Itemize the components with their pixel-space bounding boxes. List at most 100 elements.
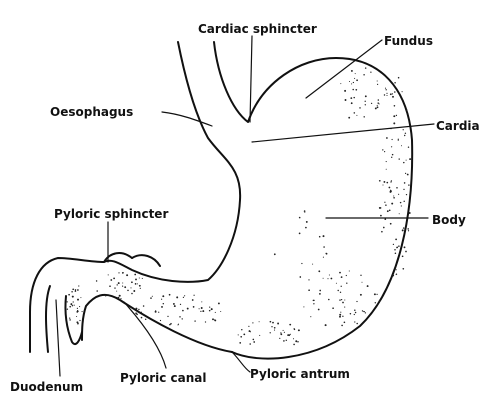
stipple-dot bbox=[172, 302, 175, 305]
stipple-dot bbox=[354, 311, 357, 314]
stipple-dot bbox=[389, 190, 392, 193]
stipple-dot bbox=[150, 297, 152, 299]
stipple-dot bbox=[341, 324, 343, 327]
stipple-dot bbox=[407, 146, 410, 148]
stipple-dot bbox=[204, 321, 207, 323]
stipple-dot bbox=[384, 218, 387, 221]
stipple-dot bbox=[361, 281, 363, 283]
stipple-dot bbox=[158, 311, 160, 313]
stipple-dot bbox=[214, 319, 217, 322]
stipple-dot bbox=[360, 274, 362, 276]
stipple-dot bbox=[409, 158, 412, 161]
stipple-dot bbox=[130, 287, 132, 289]
stipple-dot bbox=[135, 307, 138, 310]
stipple-dot bbox=[382, 226, 385, 229]
stipple-dot bbox=[394, 248, 396, 251]
stipple-dot bbox=[241, 328, 243, 331]
stipple-dot bbox=[191, 299, 194, 301]
pyloric-folds bbox=[103, 252, 161, 267]
stipple-dot bbox=[193, 294, 195, 296]
stipple-dot bbox=[116, 290, 118, 292]
stipple-dot bbox=[392, 274, 395, 277]
stipple-dot bbox=[212, 318, 214, 321]
label-pyloric-sphincter: Pyloric sphincter bbox=[54, 207, 168, 221]
stipple-dot bbox=[299, 276, 302, 278]
stipple-dot bbox=[269, 332, 271, 334]
stipple-dot bbox=[325, 252, 328, 255]
stipple-dot bbox=[289, 323, 292, 326]
stipple-dot bbox=[346, 282, 348, 284]
stipple-dot bbox=[370, 102, 373, 105]
stipple-dot bbox=[403, 161, 405, 164]
stipple-dot bbox=[407, 230, 410, 232]
stipple-dot bbox=[71, 290, 73, 293]
stipple-dot bbox=[159, 319, 162, 322]
stipple-dot bbox=[385, 168, 387, 170]
stipple-dot bbox=[396, 247, 398, 249]
stipple-dot bbox=[392, 243, 395, 246]
stipple-dot bbox=[339, 299, 341, 301]
stipple-dot bbox=[201, 301, 203, 303]
stipple-dot bbox=[71, 304, 74, 307]
stipple-dot bbox=[406, 109, 408, 111]
stipple-dot bbox=[356, 79, 358, 82]
stipple-dot bbox=[382, 149, 384, 151]
stipple-dot bbox=[354, 77, 356, 79]
stipple-dot bbox=[96, 290, 98, 292]
stipple-dot bbox=[393, 122, 396, 125]
label-body: Body bbox=[432, 213, 466, 227]
stipple-dot bbox=[273, 326, 276, 329]
stipple-dot bbox=[407, 228, 409, 230]
stipple-dot bbox=[77, 289, 79, 291]
stipple-dot bbox=[194, 320, 196, 322]
stipple-dot bbox=[277, 322, 280, 325]
stipple-dot bbox=[376, 83, 379, 86]
stipple-dot bbox=[384, 151, 386, 153]
stipple-dot bbox=[124, 286, 127, 289]
stipple-dot bbox=[200, 310, 202, 313]
stipple-dot bbox=[68, 293, 70, 296]
stipple-dot bbox=[252, 338, 255, 341]
stipple-dot bbox=[398, 245, 400, 247]
stipple-dot bbox=[377, 99, 380, 101]
stipple-dot bbox=[210, 308, 213, 311]
stipple-dot bbox=[393, 115, 396, 118]
stipple-dot bbox=[319, 289, 322, 292]
fold-2 bbox=[131, 254, 161, 267]
stipple-dot bbox=[403, 134, 406, 137]
stipple-dot bbox=[339, 313, 342, 316]
stipple-dot bbox=[167, 315, 169, 318]
stipple-dot bbox=[298, 216, 301, 219]
stipple-dot bbox=[217, 302, 220, 305]
stipple-dot bbox=[79, 306, 81, 308]
stipple-dot bbox=[69, 317, 71, 319]
stipple-dot bbox=[391, 202, 394, 205]
stipple-dot bbox=[289, 333, 292, 335]
stipple-dot bbox=[77, 298, 79, 301]
stipple-dot bbox=[348, 80, 351, 83]
stipple-dot bbox=[385, 161, 387, 163]
stipple-dot bbox=[348, 270, 350, 272]
stipple-dot bbox=[391, 156, 393, 158]
labels: Cardiac sphincter Fundus Oesophagus Card… bbox=[10, 22, 480, 394]
label-cardiac-sphincter: Cardiac sphincter bbox=[198, 22, 317, 36]
stipple-dot bbox=[402, 267, 405, 270]
oesophagus-left-wall bbox=[29, 41, 242, 353]
stipple-dot bbox=[292, 338, 295, 340]
stipple-dot bbox=[285, 339, 288, 342]
stipple-dot bbox=[393, 105, 396, 107]
stipple-dot bbox=[364, 95, 367, 98]
label-pyloric-antrum: Pyloric antrum bbox=[250, 367, 350, 381]
stipple-dot bbox=[386, 210, 389, 213]
stipple-dot bbox=[340, 298, 343, 301]
stipple-dot bbox=[395, 238, 397, 241]
stipple-dot bbox=[351, 83, 353, 85]
stipple-dot bbox=[350, 69, 353, 72]
stipple-dot bbox=[385, 204, 387, 206]
stipple-dot bbox=[269, 320, 272, 323]
stipple-dot bbox=[340, 83, 342, 85]
leader-cardia bbox=[251, 123, 435, 143]
stipple-dot bbox=[383, 94, 386, 96]
stipple-dot bbox=[385, 89, 387, 91]
stipple-dot bbox=[386, 181, 389, 184]
